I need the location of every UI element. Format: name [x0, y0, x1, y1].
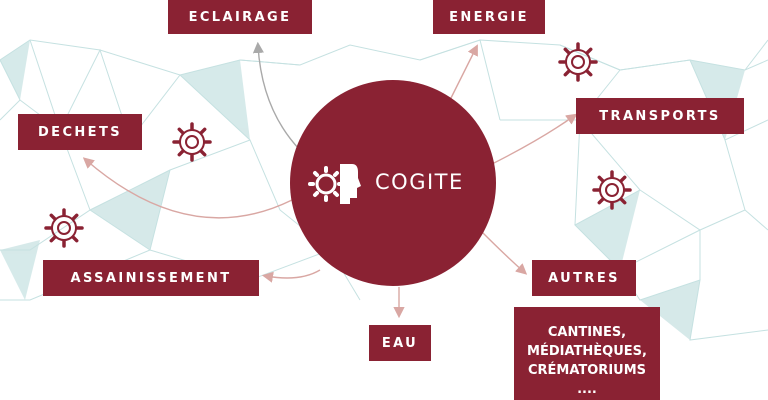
head-gear-icon	[308, 164, 361, 204]
domain-eclairage: ECLAIRAGE	[168, 0, 312, 34]
brand-name: COGITE	[375, 170, 464, 194]
gear-icon	[44, 208, 84, 248]
cogite-hub	[290, 80, 496, 286]
others-note-line: ....	[577, 382, 597, 397]
arrow-to-dechets	[82, 157, 293, 219]
domain-energie: ENERGIE	[433, 0, 545, 34]
arrow-to-eclairage	[252, 41, 301, 151]
arrow-to-assainissement	[261, 269, 321, 283]
others-note-line: MÉDIATHÈQUES,	[527, 344, 647, 359]
domain-autres: AUTRES	[532, 260, 636, 296]
domain-dechets: DECHETS	[18, 114, 142, 150]
arrow-to-autres	[481, 231, 528, 275]
others-note-line: CANTINES,	[547, 325, 627, 340]
domain-assainissement: ASSAINISSEMENT	[43, 260, 259, 296]
others-note: CANTINES, MÉDIATHÈQUES, CRÉMATORIUMS ...…	[514, 307, 660, 400]
domain-transports: TRANSPORTS	[576, 98, 744, 134]
arrow-to-transports	[489, 113, 578, 166]
gear-icon	[558, 42, 598, 82]
domain-eau: EAU	[369, 325, 431, 361]
gear-icon	[172, 122, 212, 162]
arrow-to-energie	[449, 44, 478, 101]
gear-icon	[592, 170, 632, 210]
others-note-line: CRÉMATORIUMS	[527, 363, 647, 378]
